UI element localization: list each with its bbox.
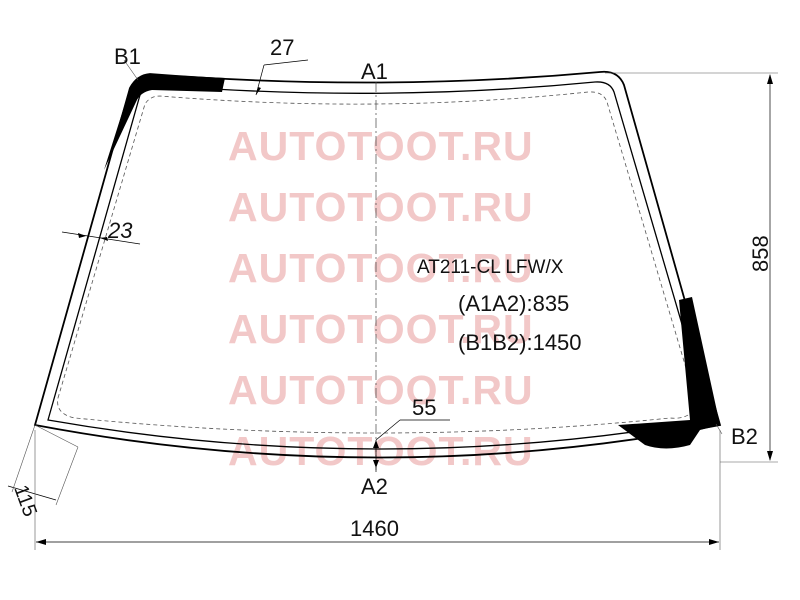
dim-858-arrow-bottom: [767, 451, 773, 461]
dim-1460-arrow-left: [36, 539, 46, 545]
dim-27-shelf: [263, 59, 309, 66]
label-b2: B2: [731, 424, 758, 449]
watermark-row: AUTOTOOT.RU: [228, 184, 534, 230]
watermark-row: AUTOTOOT.RU: [228, 306, 534, 352]
dim-55-label: 55: [412, 395, 436, 420]
dim-115-line: [7, 485, 57, 501]
dim-55-leader: [375, 419, 401, 441]
label-b1: B1: [114, 44, 141, 69]
label-a1: A1: [361, 59, 388, 84]
dim-27-arrow: [256, 87, 261, 95]
dim-115-ext-b: [55, 446, 79, 506]
watermark-group: AUTOTOOT.RU AUTOTOOT.RU AUTOTOOT.RU AUTOTOO…: [228, 123, 534, 474]
dim-1460-label: 1460: [350, 516, 399, 541]
tint-top-left: [104, 74, 225, 170]
watermark-row: AUTOTOOT.RU: [228, 367, 534, 413]
label-a2: A2: [361, 474, 388, 499]
dim-55-arrow-top: [373, 440, 379, 448]
spec-b1b2: (B1B2):1450: [458, 330, 582, 355]
dim-858-label: 858: [748, 235, 773, 272]
dim-55-arrow-bottom: [373, 460, 379, 468]
watermark-row: AUTOTOOT.RU: [228, 245, 534, 291]
watermark-row: AUTOTOOT.RU: [228, 123, 534, 169]
dim-115-label: 115: [9, 482, 41, 519]
dim-23-label: 23: [107, 218, 133, 243]
spec-a1a2: (A1A2):835: [458, 291, 569, 316]
dim-27-label: 27: [270, 35, 294, 60]
tint-right: [618, 297, 720, 449]
dim-1460-arrow-right: [709, 539, 719, 545]
watermark-row: AUTOTOOT.RU: [228, 428, 534, 474]
b1-pointer: [123, 59, 139, 81]
corner-edge-line: [34, 424, 79, 448]
dim-23-arrow-b: [100, 237, 108, 241]
dim-23-arrow-a: [78, 233, 86, 238]
dim-858-arrow-top: [767, 74, 773, 84]
part-code: AT211-CL LFW/X: [417, 257, 564, 278]
b2-pointer: [715, 423, 723, 435]
dim-115-ext-a: [11, 424, 36, 493]
